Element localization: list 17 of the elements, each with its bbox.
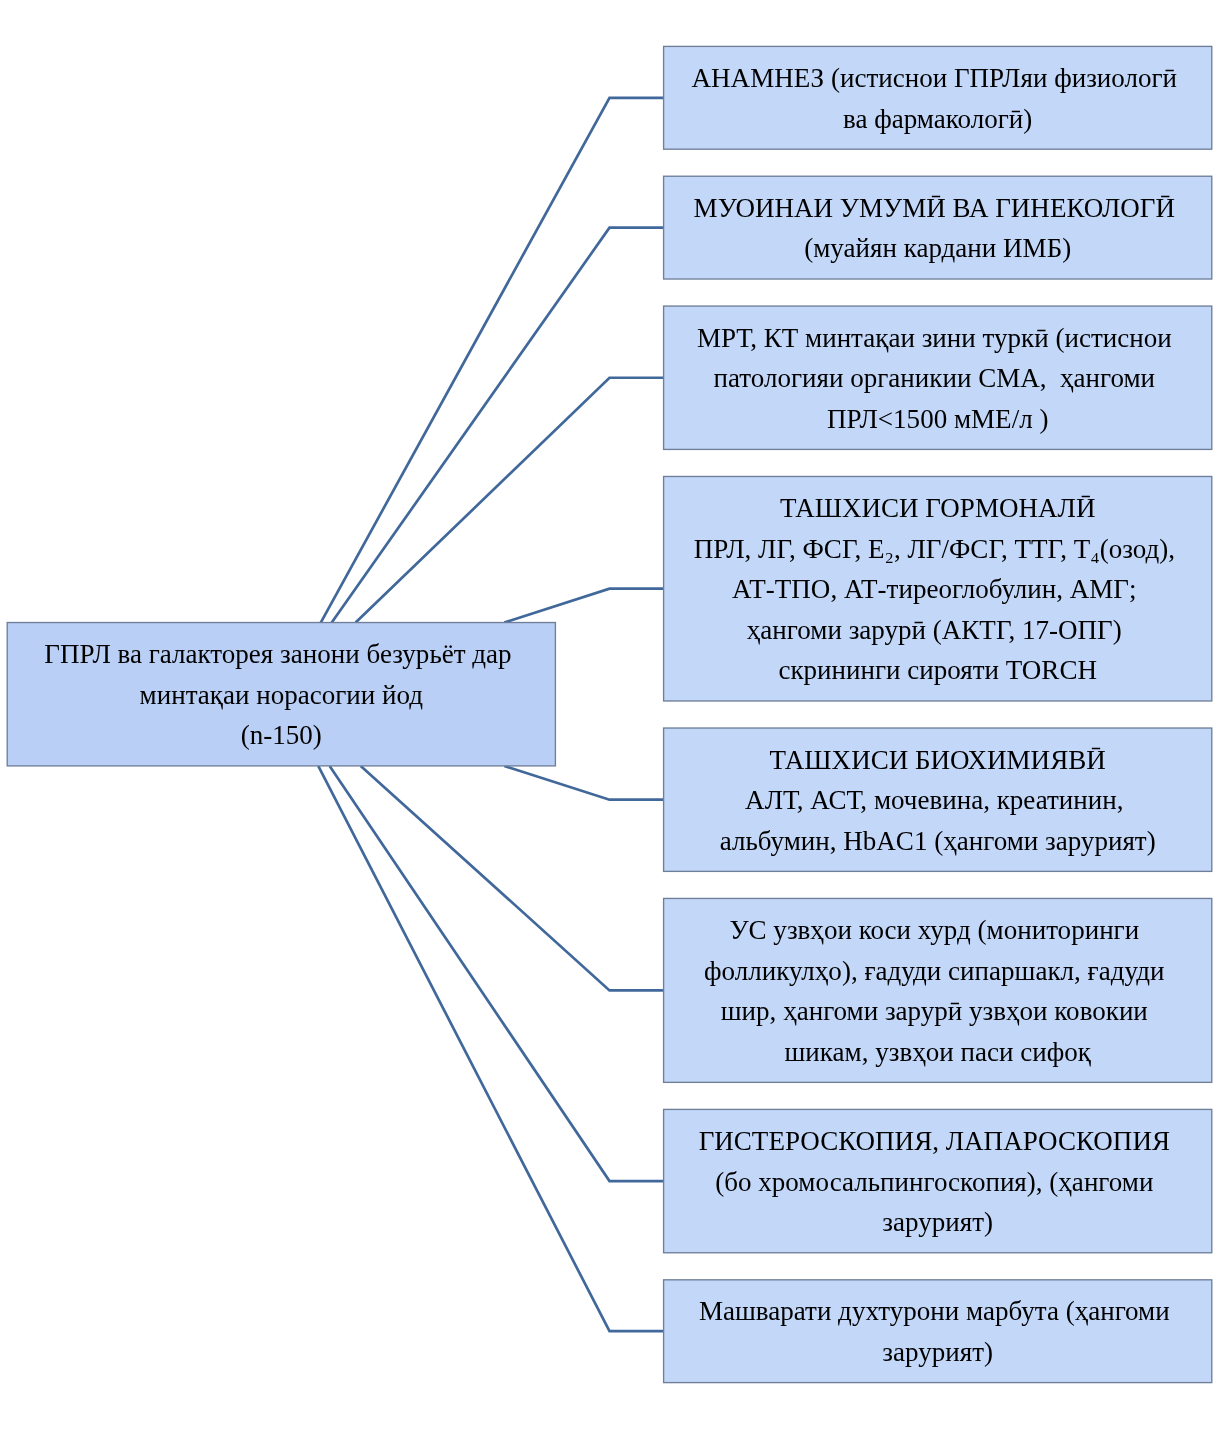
node-box: АНАМНЕЗ (истиснои ГПРЛяи физиологӣ ва фармакологӣ): [662, 45, 1213, 150]
connector: [503, 764, 664, 802]
connector: [319, 96, 664, 624]
connector: [328, 765, 664, 1183]
connector: [317, 765, 664, 1333]
connector: [503, 587, 664, 624]
node-box: ТАШХИСИ БИОХИМИЯВӢ АЛТ, АСТ, мочевина, креатинин, альбумин, HbAC1 (ҳангоми зарурият): [662, 727, 1213, 873]
node-box: ГИСТЕРОСКОПИЯ, ЛАПАРОСКОПИЯ (бо хромосальпингоскопия), (ҳангоми зарурият): [662, 1108, 1213, 1254]
node-box: МРТ, КТ минтақаи зини туркӣ (истиснои патологияи органикии СМА, ҳангоми ПРЛ<1500 мМЕ/л ): [662, 305, 1213, 451]
node-box: УС узвҳои коси хурд (мониторинги фолликулҳо), ғадуди сипаршакл, ғадуди шир, ҳангоми зарурӣ узвҳои ковокии шикам, узвҳои паси сифоқ: [662, 897, 1213, 1084]
node-box: ТАШХИСИ ГОРМОНАЛӢ ПРЛ, ЛГ, ФСГ, Е₂, ЛГ/ФСГ, ТТГ, Т₄(озод), АТ-ТПО, АТ-тиреоглобулин, АМГ; ҳангоми зарурӣ (АКТГ, 17-ОПГ) скрининги сирояти TORCH: [662, 475, 1213, 702]
node-box: Машварати духтурони марбута (ҳангоми зарурият): [662, 1279, 1213, 1384]
connector: [354, 376, 664, 624]
node-box: МУОИНАИ УМУМӢ ВА ГИНЕКОЛОГӢ (муайян кардани ИМБ): [662, 175, 1213, 280]
connector: [359, 764, 664, 992]
node-box: ГПРЛ ва галакторея занони безурьёт дар минтақаи норасогии йод (n-150): [6, 621, 557, 767]
connector: [330, 226, 664, 624]
